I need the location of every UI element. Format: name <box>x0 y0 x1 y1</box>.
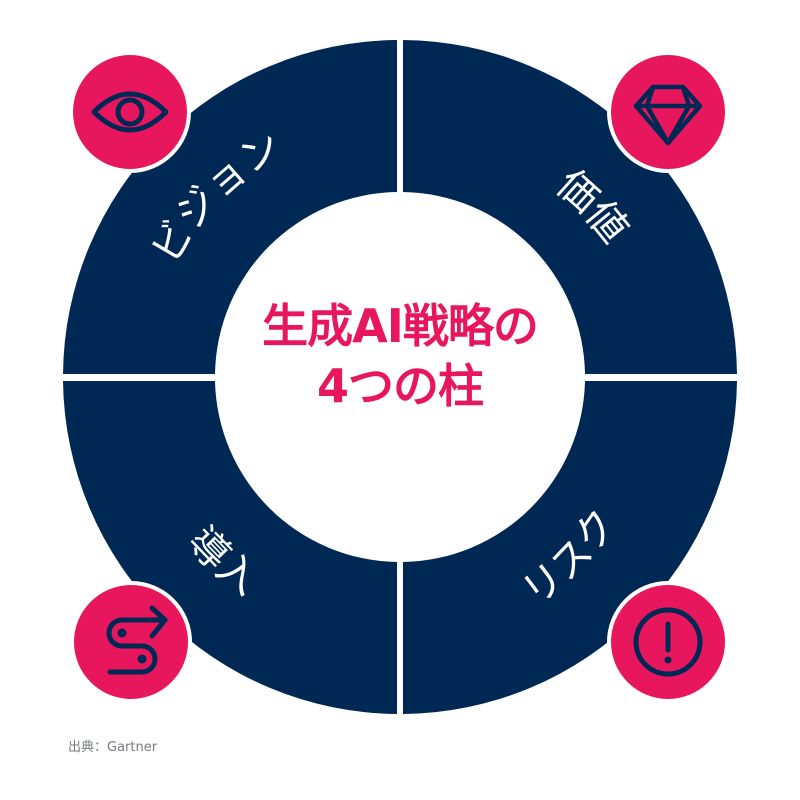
path-dot-bottom <box>137 654 147 664</box>
eye-badge <box>69 51 191 173</box>
path-dot-top <box>117 628 127 638</box>
quadrant-adoption <box>63 381 397 714</box>
quadrant-vision <box>63 40 397 374</box>
quadrant-value <box>403 40 737 374</box>
path-badge <box>70 581 192 703</box>
title-line-2: 4つの柱 <box>316 359 484 413</box>
path-arrow-icon <box>106 605 168 675</box>
quadrant-risk <box>403 381 737 714</box>
diamond-icon <box>633 84 703 146</box>
diagram-title: 生成AI戦略の 4つの柱 <box>215 296 585 416</box>
diamond-badge <box>607 51 729 173</box>
eye-icon <box>91 91 169 133</box>
exclamation-circle-icon <box>633 607 703 677</box>
title-line-1: 生成AI戦略の <box>262 299 539 353</box>
ring <box>63 40 737 714</box>
exclamation-badge <box>607 581 729 703</box>
source-credit: 出典：Gartner <box>68 740 158 755</box>
